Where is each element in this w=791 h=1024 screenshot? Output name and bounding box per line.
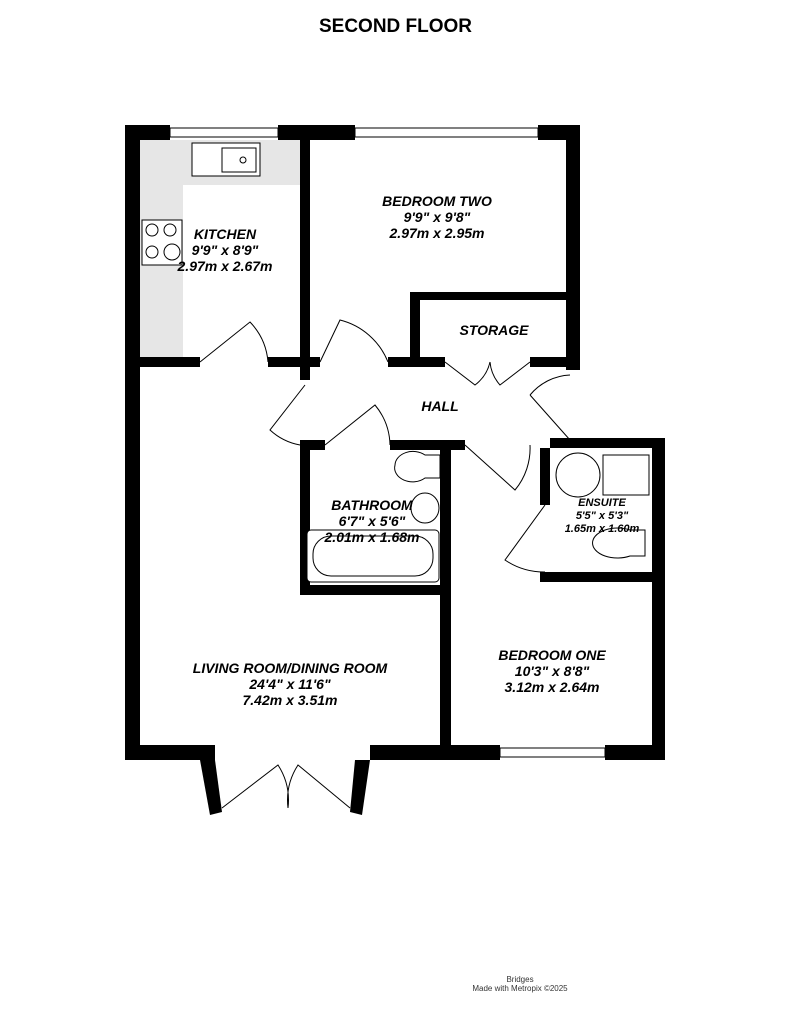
doors <box>199 319 571 809</box>
walls <box>125 125 665 815</box>
ensuite-shower-tray <box>602 454 650 496</box>
fixtures <box>141 142 650 583</box>
bathroom-toilet <box>394 450 441 483</box>
hall-label: HALL <box>421 398 459 414</box>
floor-title: SECOND FLOOR <box>318 16 473 37</box>
storage-label: STORAGE <box>459 322 529 338</box>
windows <box>169 127 606 758</box>
bathroom-basin <box>410 492 440 524</box>
ensuite-basin <box>555 452 601 498</box>
ensuite-toilet <box>592 527 646 559</box>
